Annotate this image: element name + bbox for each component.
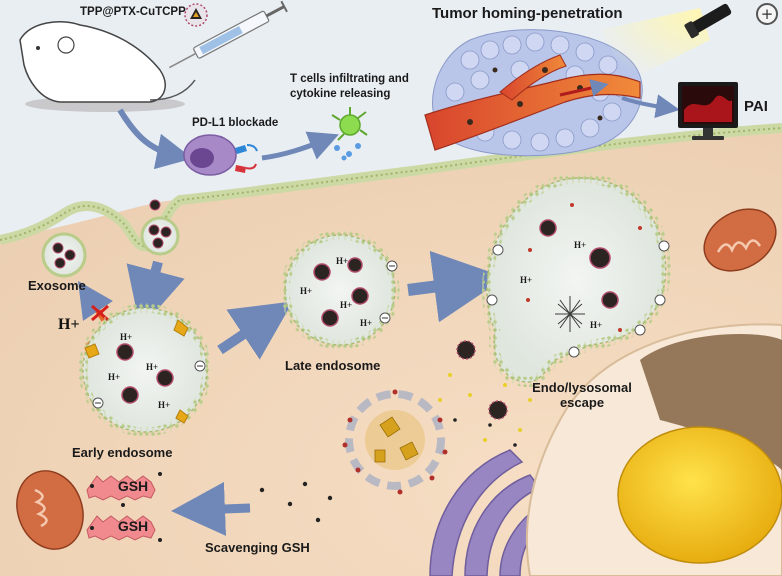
monitor-icon <box>678 82 738 140</box>
arrow-scavenging <box>171 481 251 536</box>
mouse-illustration <box>19 21 196 112</box>
tumor-label: Tumor homing-penetration <box>432 5 623 22</box>
zoom-in-icon: + <box>760 5 774 23</box>
late-hplus-3: H+ <box>340 300 353 310</box>
early-endosome-vesicle <box>78 303 212 437</box>
flashlight-icon <box>684 3 732 39</box>
late-hplus-4: H+ <box>360 318 373 328</box>
nucleus-illustration <box>525 323 782 576</box>
gsh-badge-bottom: GSH <box>117 518 149 534</box>
late-hplus-1: H+ <box>336 256 349 266</box>
nanoparticle-icon <box>184 3 208 27</box>
early-hplus-4: H+ <box>158 400 171 410</box>
zoom-in-button[interactable]: + <box>756 3 778 25</box>
pdl1-label: PD-L1 blockade <box>192 117 279 129</box>
endocytosis-pit <box>140 199 180 256</box>
late-endosome-label: Late endosome <box>285 358 381 373</box>
lysosome-vesicle <box>482 172 671 387</box>
ptx-crystal <box>555 296 585 332</box>
early-hplus-2: H+ <box>146 362 159 372</box>
pai-label: PAI <box>744 98 768 115</box>
tumor-vessel-illustration <box>424 29 643 157</box>
tcells-label: T cells infiltrating and cytokine releas… <box>290 73 409 100</box>
nanoparticle-label: TPP@PTX-CuTCPP <box>80 6 186 18</box>
exosome-vesicle <box>41 232 87 278</box>
late-hplus-2: H+ <box>300 286 313 296</box>
arrow-to-late <box>217 301 293 360</box>
lyso-hplus-2: H+ <box>520 275 533 285</box>
early-hplus-3: H+ <box>108 372 121 382</box>
escape-label: Endo/lysosomal escape <box>532 380 632 410</box>
arrow-to-tcell <box>261 131 339 161</box>
tcell-illustration <box>331 107 368 161</box>
disassembled-nanoparticle <box>342 389 448 495</box>
laser-beam <box>600 8 710 80</box>
lyso-hplus-3: H+ <box>590 320 603 330</box>
mitochondrion-left <box>16 470 84 550</box>
arrow-to-pdl1 <box>117 108 193 170</box>
gsh-badge-top: GSH <box>117 478 149 494</box>
immune-cell-illustration <box>183 134 258 176</box>
released-particles <box>438 340 532 447</box>
lyso-hplus-1: H+ <box>574 240 587 250</box>
arrow-to-lysosome <box>407 250 506 323</box>
arrow-to-pai <box>621 94 680 119</box>
late-endosome-vesicle <box>280 230 400 350</box>
exosome-label: Exosome <box>28 278 86 293</box>
early-endosome-label: Early endosome <box>72 445 173 460</box>
scavenging-label: Scavenging GSH <box>205 540 310 555</box>
hplus-label: H+ <box>58 316 80 333</box>
gsh-badges <box>86 475 156 541</box>
syringe-icon <box>169 0 288 69</box>
arrow-to-early <box>126 260 185 330</box>
gsh-dots <box>90 472 333 542</box>
early-hplus-1: H+ <box>120 332 133 342</box>
mitochondrion-right <box>703 208 777 272</box>
